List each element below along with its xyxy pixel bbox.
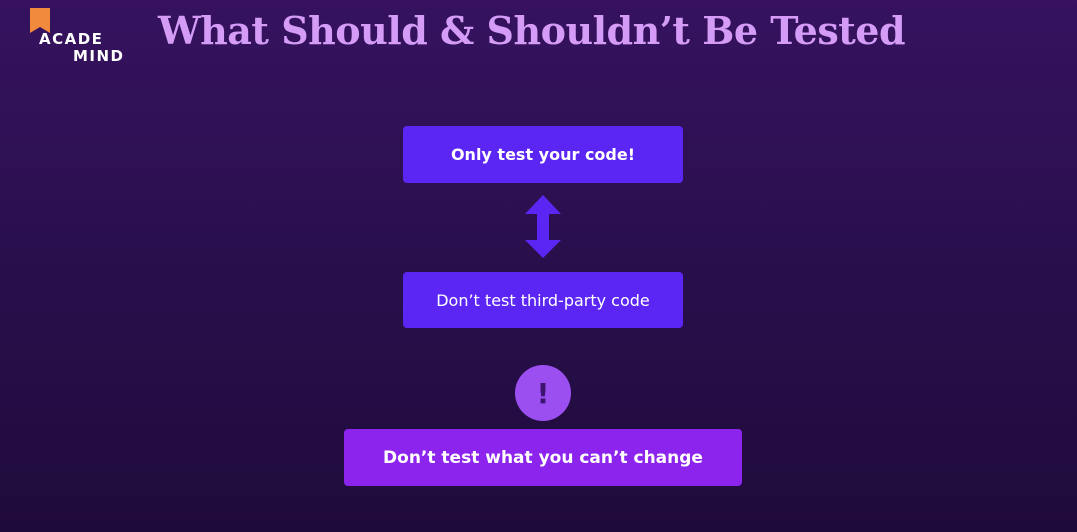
slide-title: What Should & Shouldn’t Be Tested	[158, 8, 906, 53]
exclamation-circle-icon: !	[515, 365, 571, 421]
only-test-your-code-label: Only test your code!	[450, 145, 636, 164]
logo-text-line2: MIND	[73, 47, 125, 65]
double-headed-vertical-arrow-icon	[525, 195, 561, 258]
cant-change-box: Don’t test what you can’t change	[344, 429, 742, 486]
logo-text-line1: ACADE	[39, 30, 104, 48]
third-party-code-box: Don’t test third-party code	[403, 272, 683, 328]
logo-flag-icon	[30, 8, 50, 33]
cant-change-label: Don’t test what you can’t change	[383, 447, 703, 468]
exclamation-mark: !	[536, 376, 550, 410]
only-test-your-code-box: Only test your code!	[403, 126, 683, 183]
academind-logo: ACADE MIND	[28, 6, 138, 66]
third-party-code-label: Don’t test third-party code	[436, 290, 650, 310]
